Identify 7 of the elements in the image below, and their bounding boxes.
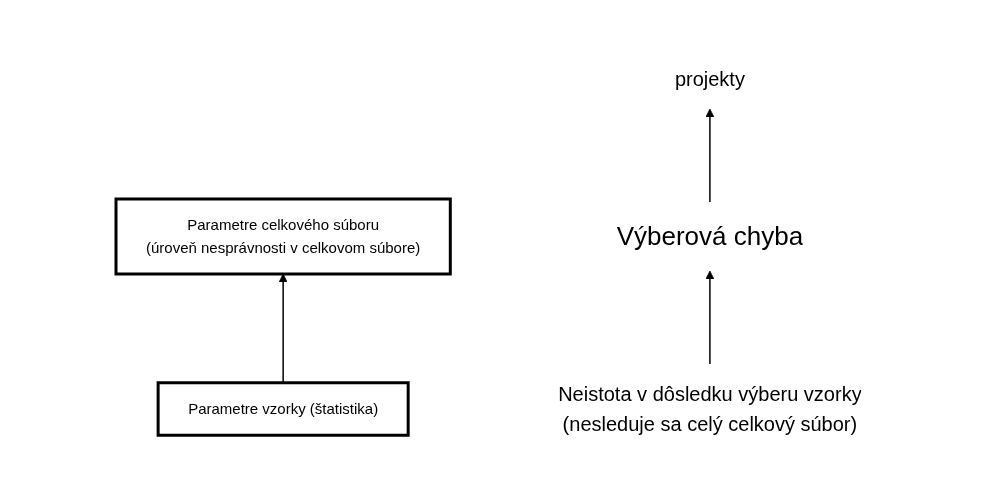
arrow (705, 108, 714, 203)
node-text: Výberová chyba (616, 221, 803, 251)
arrow (705, 270, 714, 365)
node-box: Parametre celkového súboru (úroveň nesprávnosti v celkovom súbore) (114, 197, 452, 276)
node-box: Parametre vzorky (štatistika) (156, 381, 410, 437)
node-text: Neistota v dôsledku výberu vzorky (nesleduje sa celý celkový súbor) (557, 383, 862, 435)
node-text: projekty (674, 68, 745, 90)
